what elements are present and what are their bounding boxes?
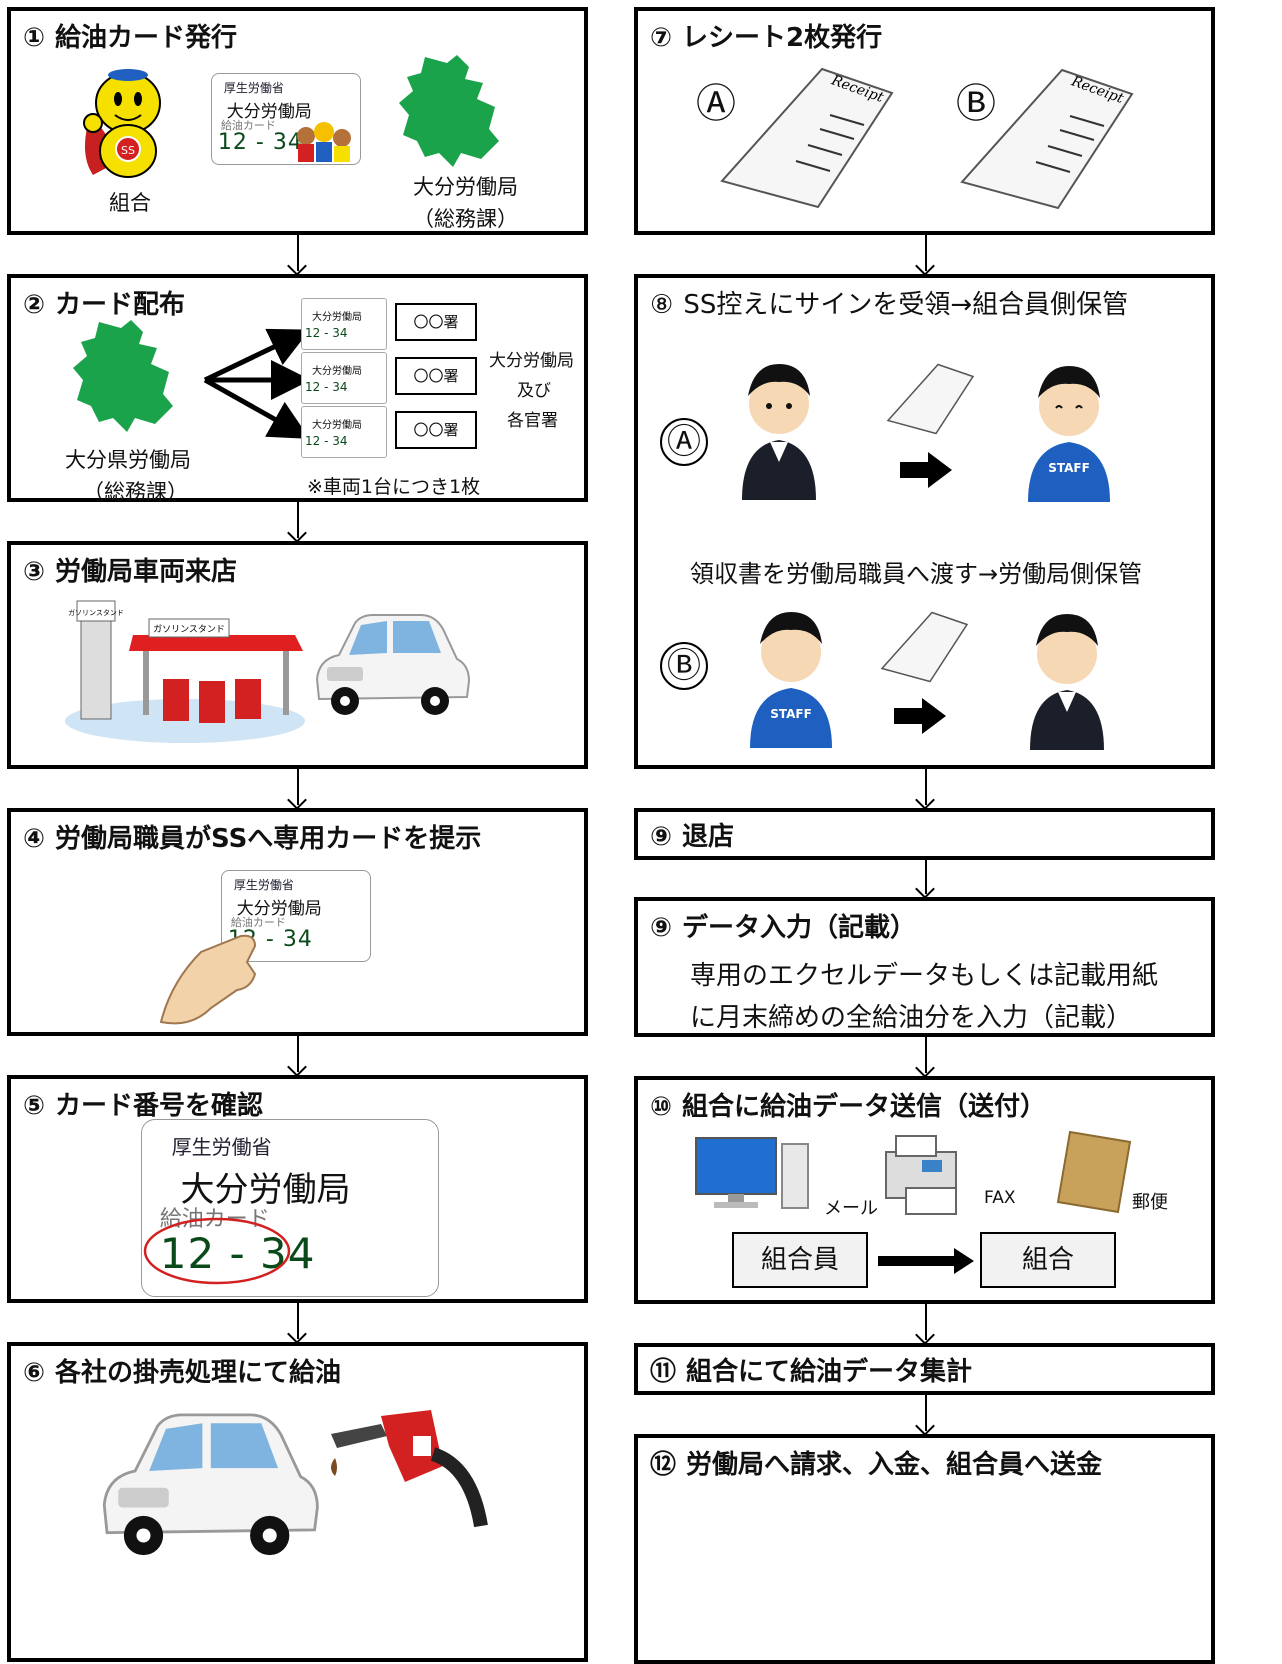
bureau-sub-label: （総務課） <box>413 207 518 231</box>
right-arrow-icon <box>900 452 952 488</box>
arrow-9b-10 <box>925 1037 927 1073</box>
envelope-icon <box>1056 1130 1132 1214</box>
ss-staff-icon: STAFF <box>750 612 832 748</box>
bureau-label: 大分労働局 <box>413 175 518 199</box>
arrow-11-12 <box>925 1395 927 1431</box>
post-label: 郵便 <box>1132 1192 1168 1213</box>
union-label: 組合 <box>109 191 151 215</box>
label-b: Ⓑ <box>660 642 708 690</box>
step-9b-line-1: 専用のエクセルデータもしくは記載用紙 <box>690 961 1159 991</box>
from-label: 大分県労働局 <box>65 448 191 472</box>
member-label: 組合員 <box>732 1232 868 1288</box>
mascot-group-icon <box>297 122 351 162</box>
arrow-8-9 <box>925 769 927 805</box>
receipt-icon: Receipt <box>720 67 894 209</box>
office-box-3: 〇〇署 <box>395 411 477 449</box>
white-car-icon <box>102 1413 319 1556</box>
arrow-4-5 <box>297 1036 299 1072</box>
card-note: ※車両1台につき1枚 <box>307 476 481 498</box>
mail-label: メール <box>824 1198 878 1219</box>
arrow-2-3 <box>297 502 299 538</box>
oita-map-icon <box>73 320 173 432</box>
card-number-highlight-icon <box>143 1217 291 1285</box>
to-label-2: 及び <box>517 381 551 401</box>
fuel-card: 厚生労働省 大分労働局 給油カード 12 - 34 <box>211 73 361 165</box>
arrow-9a-9b <box>925 860 927 894</box>
receipt-icon: Receipt <box>960 68 1134 210</box>
receipt-icon <box>880 611 968 683</box>
arrow-3-4 <box>297 769 299 805</box>
receipt-icon <box>886 363 974 435</box>
to-label-1: 大分労働局 <box>489 351 574 371</box>
fax-icon <box>885 1135 957 1215</box>
fuel-nozzle-icon <box>331 1410 488 1528</box>
ss-staff-icon: STAFF <box>1028 366 1110 502</box>
computer-icon <box>695 1137 809 1209</box>
bureau-staff-icon <box>1030 614 1104 750</box>
hand-icon <box>159 934 257 1025</box>
svg-text:STAFF: STAFF <box>770 707 812 721</box>
from-sub-label: （総務課） <box>83 480 188 504</box>
ss-mascot-icon: SS <box>83 69 161 178</box>
svg-text:ガソリンスタンド: ガソリンスタンド <box>68 608 124 617</box>
fuel-card-large: 厚生労働省 大分労働局 給油カード 12 - 34 <box>141 1119 439 1297</box>
svg-text:STAFF: STAFF <box>1048 461 1090 475</box>
label-a: Ⓐ <box>660 418 708 466</box>
right-arrow-icon <box>894 698 946 734</box>
bureau-staff-icon <box>742 364 816 500</box>
step-9b-line-2: に月末締めの全給油分を入力（記載） <box>690 1003 1133 1033</box>
union-label: 組合 <box>980 1232 1116 1288</box>
white-car-icon <box>315 614 471 715</box>
receipt-label-a: Ⓐ <box>696 81 736 127</box>
distribution-arrows-icon <box>203 328 311 439</box>
svg-text:SS: SS <box>121 144 135 157</box>
oita-map-icon <box>399 55 499 167</box>
step-8-middle-text: 領収書を労働局職員へ渡す→労働局側保管 <box>690 560 1143 588</box>
arrow-7-8 <box>925 235 927 271</box>
arrow-1-2 <box>297 235 299 271</box>
right-arrow-icon <box>878 1248 974 1274</box>
gas-station-icon: ガソリンスタンド ガソリンスタンド <box>65 600 305 743</box>
to-label-3: 各官署 <box>507 411 558 431</box>
office-box-1: 〇〇署 <box>395 303 477 341</box>
arrow-5-6 <box>297 1303 299 1339</box>
svg-text:ガソリンスタンド: ガソリンスタンド <box>153 624 225 635</box>
office-box-2: 〇〇署 <box>395 357 477 395</box>
receipt-label-b: Ⓑ <box>956 81 996 127</box>
fax-label: FAX <box>984 1188 1016 1208</box>
arrow-10-11 <box>925 1304 927 1340</box>
